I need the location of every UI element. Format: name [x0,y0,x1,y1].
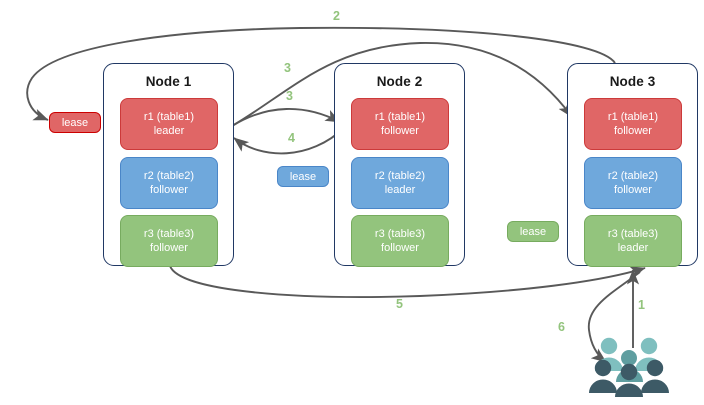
replica-role: follower [614,125,652,137]
replica-node1-r1[interactable]: r1 (table1) leader [120,98,218,150]
replica-name: r3 (table3) [374,228,426,240]
replica-role: leader [153,125,185,137]
replica-role: follower [381,125,419,137]
replica-node3-r1[interactable]: r1 (table1) follower [584,98,682,150]
replica-role: leader [384,184,416,196]
lease-badge-r3[interactable]: lease [507,221,559,242]
lease-label: lease [519,225,547,238]
replica-node3-r3[interactable]: r3 (table3) leader [584,215,682,267]
replica-node2-r3[interactable]: r3 (table3) follower [351,215,449,267]
node-container-node1: Node 1 r1 (table1) leader r2 (table2) fo… [103,63,234,267]
node-title-node2: Node 2 [376,74,423,89]
replica-node2-r1[interactable]: r1 (table1) follower [351,98,449,150]
replica-name: r2 (table2) [374,170,426,182]
replica-name: r1 (table1) [374,111,426,123]
replica-role: follower [150,184,188,196]
users-front-row [589,359,669,397]
arrow-4-node2-to-node1 [233,127,345,155]
lease-badge-r1[interactable]: lease [49,112,101,133]
replica-name: r2 (table2) [607,170,659,182]
node-container-node2: Node 2 r1 (table1) follower r2 (table2) … [334,63,465,267]
arrow-5-node1-to-node3 [169,265,646,298]
node-title-node1: Node 1 [145,74,192,89]
replica-role: follower [150,242,188,254]
replica-node1-r2[interactable]: r2 (table2) follower [120,157,218,209]
step-number-2: 2 [333,9,340,23]
step-number-1: 1 [638,298,645,312]
replica-role: follower [614,184,652,196]
arrow-6-node3-to-users [588,271,641,363]
arrow-2-lease-to-node1 [26,26,616,121]
node-title-node3: Node 3 [609,74,656,89]
replica-node1-r3[interactable]: r3 (table3) follower [120,215,218,267]
step-number-3-short: 3 [286,89,293,103]
replica-name: r1 (table1) [607,111,659,123]
replica-name: r3 (table3) [607,228,659,240]
step-number-3-long: 3 [284,61,291,75]
node-container-node3: Node 3 r1 (table1) follower r2 (table2) … [567,63,698,267]
step-number-5: 5 [396,297,403,311]
replica-role: follower [381,242,419,254]
lease-badge-r2[interactable]: lease [277,166,329,187]
replica-name: r3 (table3) [143,228,195,240]
lease-label: lease [61,116,89,129]
replica-node3-r2[interactable]: r2 (table2) follower [584,157,682,209]
replica-name: r1 (table1) [143,111,195,123]
arrow-3-node1-to-node3 [231,42,573,127]
arrow-3-node1-to-node2 [231,108,341,127]
replica-node2-r2[interactable]: r2 (table2) leader [351,157,449,209]
replica-role: leader [617,242,649,254]
step-number-6: 6 [558,320,565,334]
step-number-4: 4 [288,131,295,145]
replica-name: r2 (table2) [143,170,195,182]
lease-label: lease [289,170,317,183]
